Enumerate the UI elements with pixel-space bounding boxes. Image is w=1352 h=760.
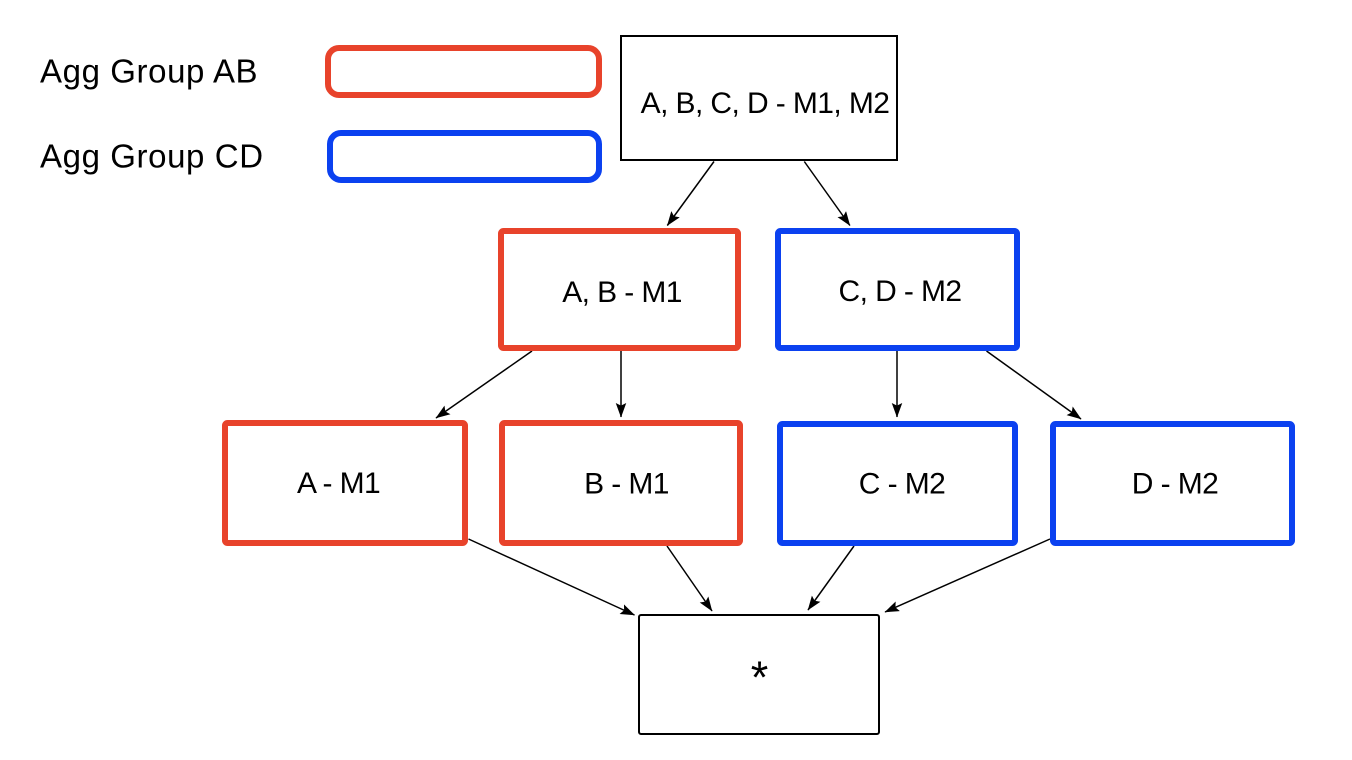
svg-text:*: * <box>751 652 769 703</box>
svg-text:Agg Group CD: Agg Group CD <box>40 138 264 175</box>
svg-text:C, D - M2: C, D - M2 <box>839 275 962 308</box>
svg-text:C - M2: C - M2 <box>859 467 945 500</box>
svg-text:Agg Group AB: Agg Group AB <box>40 53 258 90</box>
svg-text:B - M1: B - M1 <box>584 468 669 501</box>
svg-text:D - M2: D - M2 <box>1132 467 1218 500</box>
svg-text:A, B, C, D - M1, M2: A, B, C, D - M1, M2 <box>641 87 890 120</box>
svg-text:A, B - M1: A, B - M1 <box>562 276 682 309</box>
svg-text:A - M1: A - M1 <box>297 467 380 500</box>
